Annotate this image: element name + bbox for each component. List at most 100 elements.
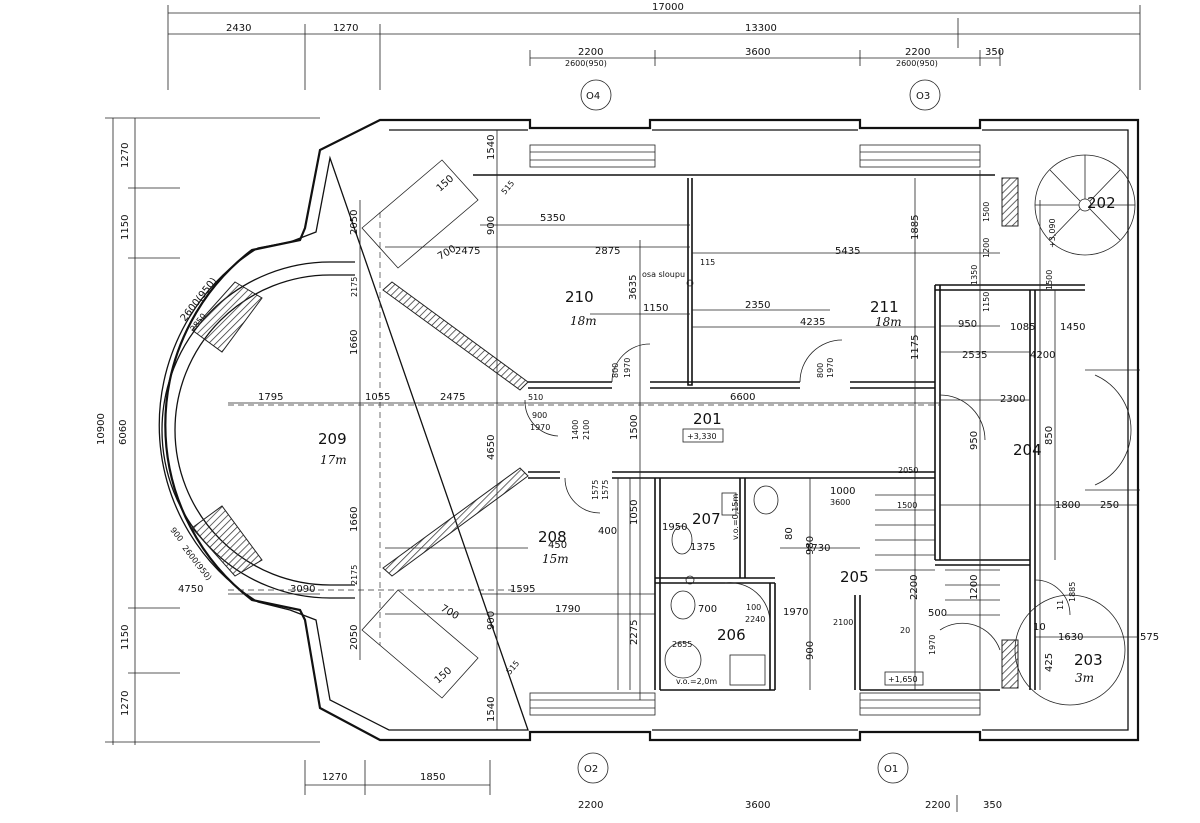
dim-text: 1150 bbox=[982, 292, 991, 312]
dim-left-2: 1150 bbox=[120, 215, 131, 240]
dim-top-2: 1270 bbox=[333, 23, 358, 34]
dim-text: 2175 bbox=[350, 277, 359, 297]
dim-text: 1575 bbox=[591, 480, 600, 500]
dim-text: 1575 bbox=[601, 480, 610, 500]
dim-text: 2050 bbox=[349, 210, 360, 235]
dim-text: 4200 bbox=[1030, 350, 1055, 361]
dim-overall-height: 10900 bbox=[96, 413, 107, 445]
dim-text: 800 bbox=[611, 363, 620, 378]
dim-text: 1375 bbox=[690, 542, 715, 553]
vo-206: v.o.=2,0m bbox=[676, 677, 717, 686]
dim-text: 1970 bbox=[783, 607, 808, 618]
room-205-number: 205 bbox=[840, 568, 869, 586]
dim-text: 1150 bbox=[643, 303, 668, 314]
dim-text: 150 bbox=[435, 173, 457, 194]
dim-text: 3090 bbox=[290, 584, 315, 595]
dim-text: 100 bbox=[746, 603, 761, 612]
room-210-number: 210 bbox=[565, 288, 594, 306]
windows bbox=[191, 144, 1140, 716]
dim-text: 1000 bbox=[830, 486, 855, 497]
axis-O2: O2 bbox=[584, 764, 598, 775]
dim-text: 20 bbox=[900, 626, 910, 635]
outer-walls bbox=[158, 118, 1140, 742]
level-note-stair: +3,090 bbox=[1048, 218, 1057, 248]
dim-text: 900 bbox=[486, 216, 497, 235]
dim-bottom-6: 350 bbox=[983, 800, 1002, 811]
room-203-area: 3m bbox=[1075, 671, 1094, 685]
dim-text: 1540 bbox=[486, 697, 497, 722]
dim-top-sub-1: 2600(950) bbox=[565, 59, 607, 68]
dim-text: 900 bbox=[168, 526, 185, 544]
room-209-number: 209 bbox=[318, 430, 347, 448]
dim-text: 2050 bbox=[349, 625, 360, 650]
left-dimension-chain: 10900 6060 1270 1150 1150 1270 bbox=[96, 117, 320, 745]
dim-left-3: 1150 bbox=[120, 625, 131, 650]
room-203-number: 203 bbox=[1074, 651, 1103, 669]
dim-text: 400 bbox=[598, 526, 617, 537]
vo-207: v.o.=0,15m bbox=[731, 494, 740, 540]
room-210-area: 18m bbox=[570, 314, 597, 328]
dim-text: 1790 bbox=[555, 604, 580, 615]
dim-left-4: 1270 bbox=[120, 691, 131, 716]
column-note: osa sloupu bbox=[642, 270, 685, 279]
dim-text: 700 bbox=[698, 604, 717, 615]
dim-top-3: 13300 bbox=[745, 23, 777, 34]
dim-text: 1795 bbox=[258, 392, 283, 403]
dim-text: 1630 bbox=[1058, 632, 1083, 643]
axis-O3: O3 bbox=[916, 91, 930, 102]
room-208-area: 15m bbox=[542, 552, 569, 566]
dim-text: 115 bbox=[700, 258, 715, 267]
dim-text: 2600(950) bbox=[180, 544, 213, 583]
room-206-number: 206 bbox=[717, 626, 746, 644]
dim-top-sub-2: 2600(950) bbox=[896, 59, 938, 68]
dim-text: 3600 bbox=[830, 498, 850, 507]
dim-text: 1050 bbox=[629, 500, 640, 525]
dim-text: 1885 bbox=[910, 215, 921, 240]
dim-text: 1500 bbox=[629, 415, 640, 440]
dim-text: 11 bbox=[1056, 600, 1065, 610]
dim-text: 1175 bbox=[910, 335, 921, 360]
dim-text: 2300 bbox=[1000, 394, 1025, 405]
dim-text: 1660 bbox=[349, 330, 360, 355]
top-dimension-chain: 17000 2430 1270 13300 2200 3600 2200 350… bbox=[167, 2, 1141, 90]
dim-text: 800 bbox=[816, 363, 825, 378]
axis-O4: O4 bbox=[586, 91, 600, 102]
dim-text: 2655 bbox=[672, 640, 692, 649]
bottom-dimension-chain: 1270 1850 2200 3600 2200 350 bbox=[304, 760, 1002, 812]
dim-text: 850 bbox=[1044, 426, 1055, 445]
dim-text: 980 bbox=[805, 536, 816, 555]
dim-text: 1970 bbox=[623, 358, 632, 378]
dim-text: 700 bbox=[439, 603, 461, 622]
dim-text: 2240 bbox=[745, 615, 765, 624]
dim-text: 1500 bbox=[982, 202, 991, 222]
dim-text: 5350 bbox=[540, 213, 565, 224]
dim-text: 900 bbox=[532, 411, 547, 420]
dim-text: 1660 bbox=[349, 507, 360, 532]
dim-bottom-3: 2200 bbox=[578, 800, 603, 811]
room-202-number: 202 bbox=[1087, 194, 1116, 212]
dim-text: 1200 bbox=[982, 238, 991, 258]
dim-text: 1595 bbox=[510, 584, 535, 595]
dim-text: 900 bbox=[486, 611, 497, 630]
dim-text: 1500 bbox=[1045, 270, 1054, 290]
dim-bottom-2: 1850 bbox=[420, 772, 445, 783]
dim-text: 515 bbox=[505, 659, 522, 676]
dim-text: 1800 bbox=[1055, 500, 1080, 511]
dim-text: 500 bbox=[928, 608, 947, 619]
dim-overall-width: 17000 bbox=[652, 2, 684, 13]
room-201-number: 201 bbox=[693, 410, 722, 428]
dim-text: 4750 bbox=[178, 584, 203, 595]
dim-text: 1085 bbox=[1010, 322, 1035, 333]
dim-bottom-1: 1270 bbox=[322, 772, 347, 783]
dim-left-1: 1270 bbox=[120, 143, 131, 168]
dim-text: 950 bbox=[958, 319, 977, 330]
dim-text: 1730 bbox=[805, 543, 830, 554]
room-208-number: 208 bbox=[538, 528, 567, 546]
dim-text: 1950 bbox=[662, 522, 687, 533]
room-211-area: 18m bbox=[875, 315, 902, 329]
interior-dim-lines bbox=[228, 130, 1138, 730]
dim-text: 1970 bbox=[826, 358, 835, 378]
dim-text: 1055 bbox=[365, 392, 390, 403]
dim-text: 450 bbox=[548, 540, 567, 551]
